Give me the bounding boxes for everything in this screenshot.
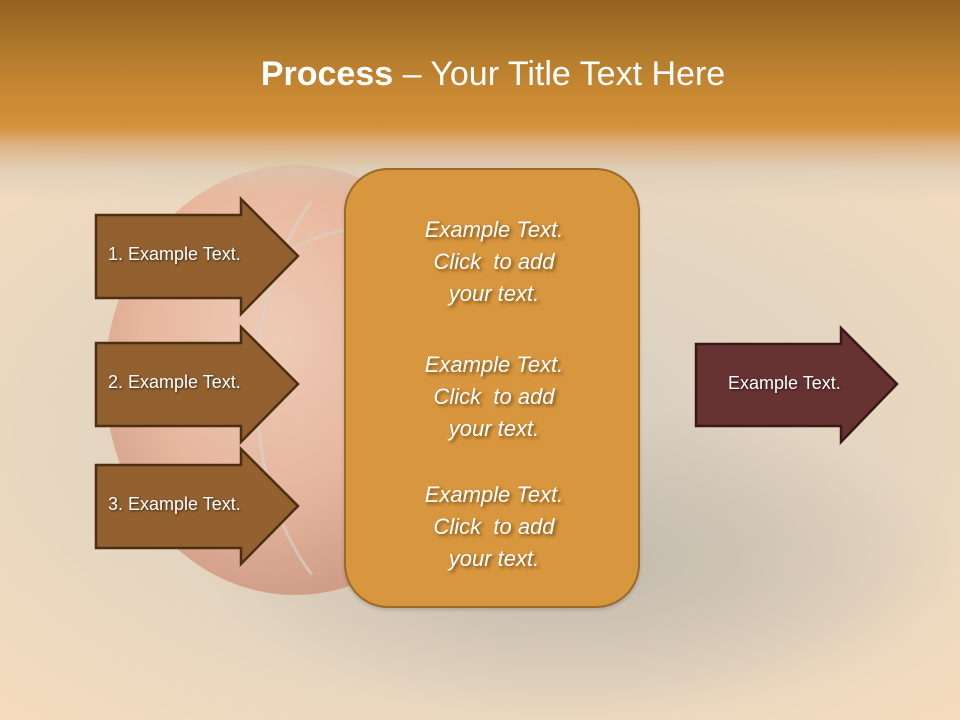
center-text-box[interactable]: Example Text. Click to add your text. Ex… xyxy=(344,168,640,608)
arrow-right-shape-icon xyxy=(94,195,300,318)
center-text-block-3[interactable]: Example Text. Click to add your text. xyxy=(346,479,642,575)
block-line: Click to add xyxy=(433,384,555,409)
block-line: Example Text. xyxy=(424,482,564,507)
process-step-arrow-2[interactable]: 2. Example Text. xyxy=(94,323,300,446)
center-text-block-1[interactable]: Example Text. Click to add your text. xyxy=(346,214,642,310)
title-rest: – Your Title Text Here xyxy=(393,55,726,93)
step-label: 3. Example Text. xyxy=(108,494,241,514)
process-step-arrow-3[interactable]: 3. Example Text. xyxy=(94,445,300,568)
result-label: Example Text. xyxy=(728,373,841,393)
block-line: your text. xyxy=(448,546,540,571)
process-step-arrow-1[interactable]: 1. Example Text. xyxy=(94,195,300,318)
step-label: 1. Example Text. xyxy=(108,244,241,264)
step-label: 2. Example Text. xyxy=(108,372,241,392)
title-bold: Process xyxy=(260,55,394,93)
slide-title[interactable]: Process – Your Title Text Here xyxy=(0,52,960,96)
block-line: Click to add xyxy=(433,514,555,539)
block-line: Example Text. xyxy=(424,352,564,377)
block-line: Click to add xyxy=(433,249,555,274)
arrow-right-shape-icon xyxy=(94,445,300,568)
result-arrow[interactable]: Example Text. xyxy=(694,324,900,446)
block-line: your text. xyxy=(448,416,540,441)
header-band xyxy=(0,0,960,200)
arrow-right-shape-icon xyxy=(94,323,300,446)
arrow-right-shape-icon xyxy=(694,324,899,446)
block-line: your text. xyxy=(448,281,540,306)
block-line: Example Text. xyxy=(424,217,564,242)
center-text-block-2[interactable]: Example Text. Click to add your text. xyxy=(346,349,642,445)
